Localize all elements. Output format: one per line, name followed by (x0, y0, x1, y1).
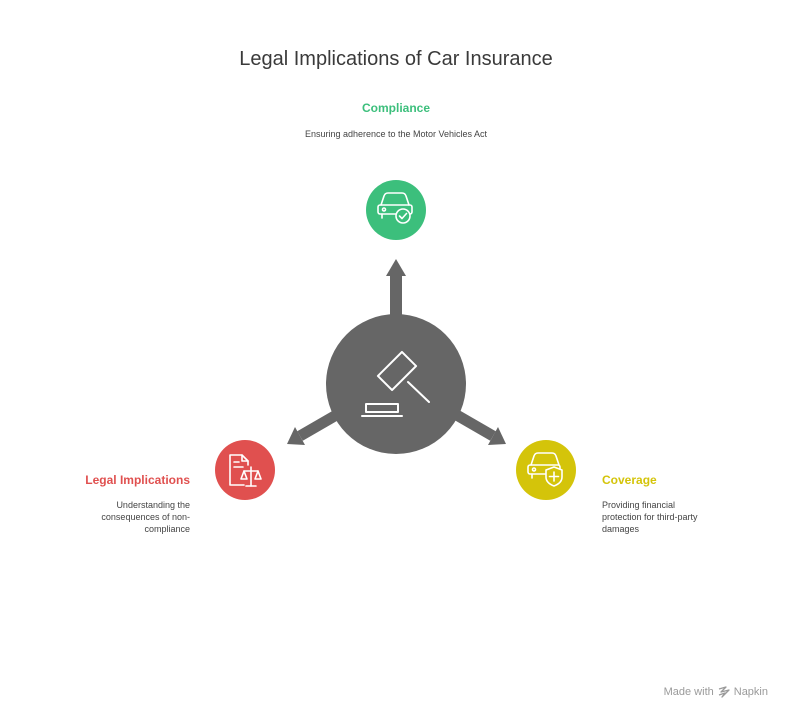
coverage-description: Providing financial protection for third… (602, 500, 698, 534)
napkin-logo-icon (718, 686, 730, 698)
made-with-label: Made with (663, 686, 714, 698)
legal-implications-node (215, 440, 275, 500)
compliance-description: Ensuring adherence to the Motor Vehicles… (304, 129, 488, 139)
car-check-icon (377, 192, 413, 224)
legal-implications-title: Legal Implications (85, 473, 190, 487)
legal-document-scales-icon (229, 454, 262, 487)
legal-implications-description: Understanding the consequences of non-co… (101, 500, 190, 534)
compliance-title: Compliance (361, 101, 430, 115)
coverage-node (516, 440, 576, 500)
napkin-brand: Napkin (733, 686, 768, 698)
coverage-title: Coverage (602, 473, 657, 487)
made-with-napkin-badge[interactable]: Made with Napkin (664, 686, 768, 698)
compliance-node (366, 180, 426, 240)
gavel-icon (361, 350, 430, 417)
diagram-title: Legal Implications of Car Insurance (239, 48, 553, 70)
arrow-up (386, 259, 406, 320)
center-hub (326, 314, 466, 454)
car-shield-icon (527, 452, 563, 487)
